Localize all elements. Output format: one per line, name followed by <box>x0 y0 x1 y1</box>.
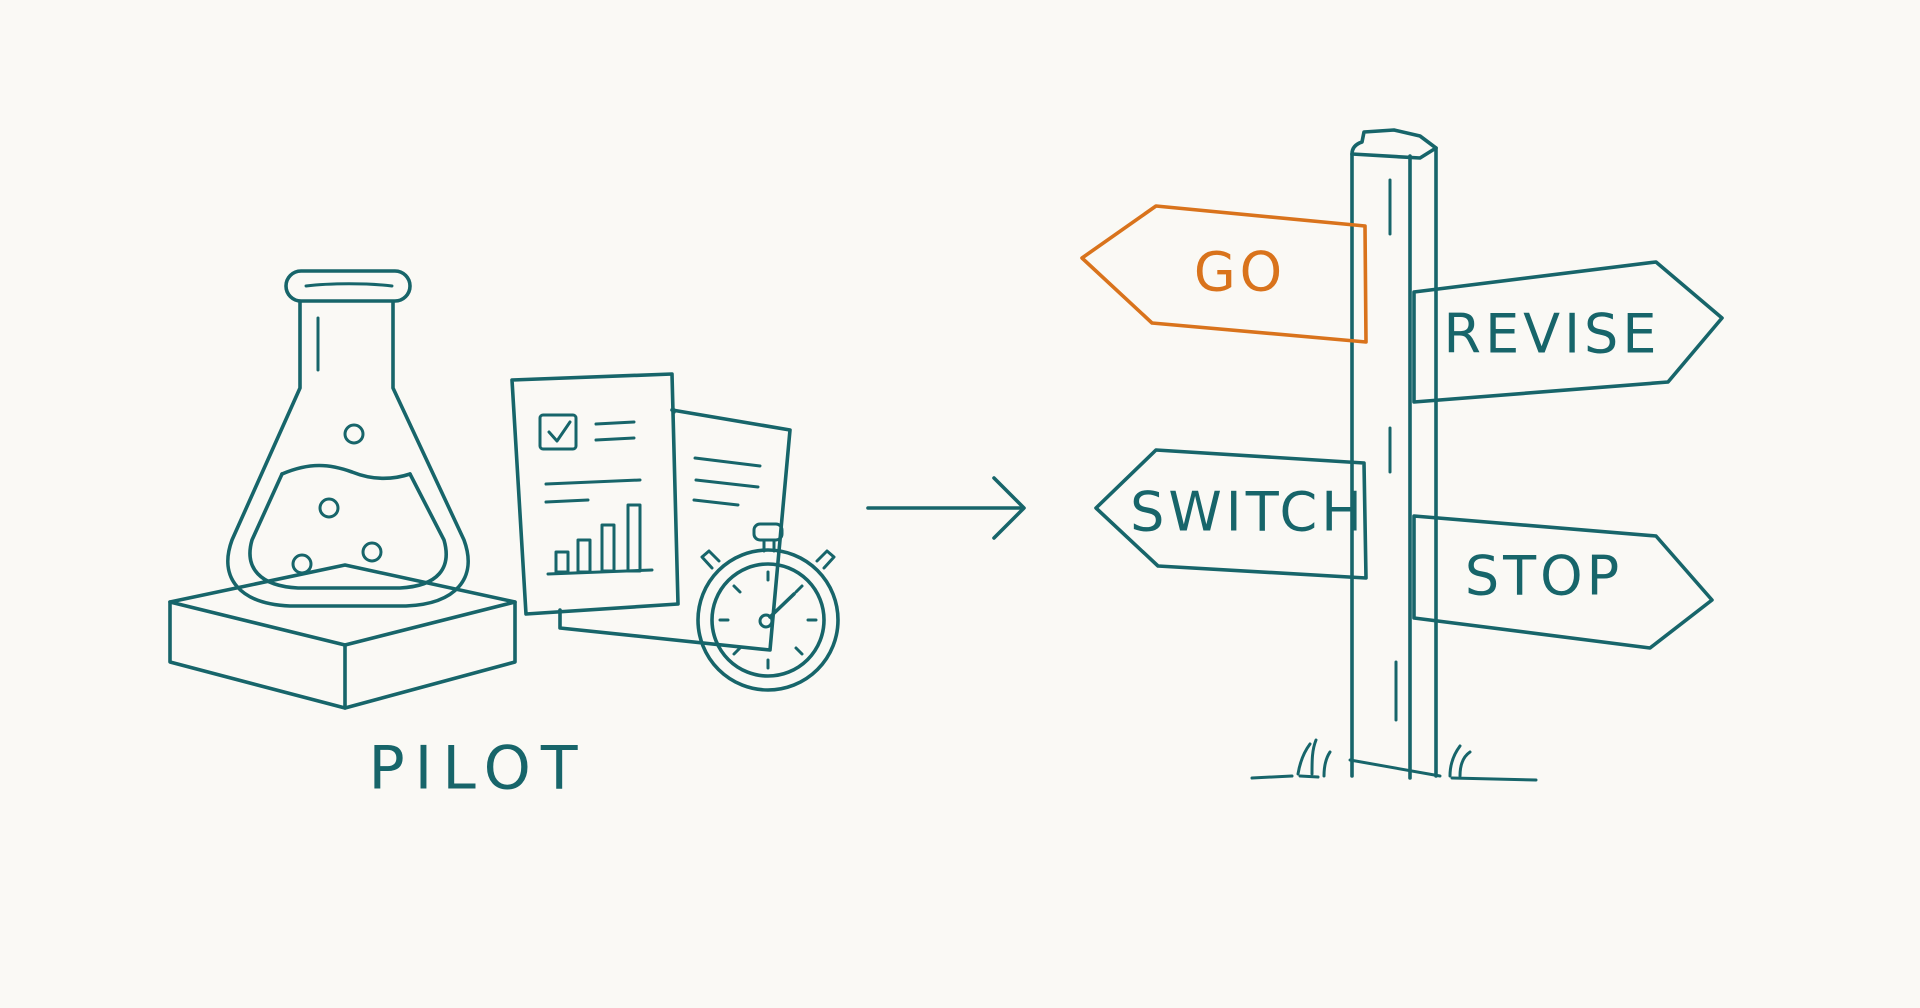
stop-sign: STOP <box>1412 514 1714 650</box>
platform-block-icon <box>168 563 517 710</box>
pilot-label: PILOT <box>368 734 587 804</box>
stopwatch-icon <box>696 522 840 692</box>
revise-sign-label: REVISE <box>1444 303 1661 366</box>
flask-icon <box>226 269 470 608</box>
revise-sign: REVISE <box>1412 260 1724 404</box>
grass-icon <box>1250 738 1538 782</box>
right-arrow-icon <box>866 476 1026 540</box>
switch-sign: SWITCH <box>1094 448 1368 580</box>
go-sign: GO <box>1080 204 1368 344</box>
switch-sign-label: SWITCH <box>1130 481 1366 544</box>
pilot-group: PILOT <box>168 269 840 804</box>
signpost-icon <box>1250 128 1538 782</box>
bar-chart-icon <box>546 503 654 576</box>
stop-sign-label: STOP <box>1465 545 1623 608</box>
checklist-report-icon <box>510 372 680 616</box>
go-sign-label: GO <box>1194 241 1286 304</box>
